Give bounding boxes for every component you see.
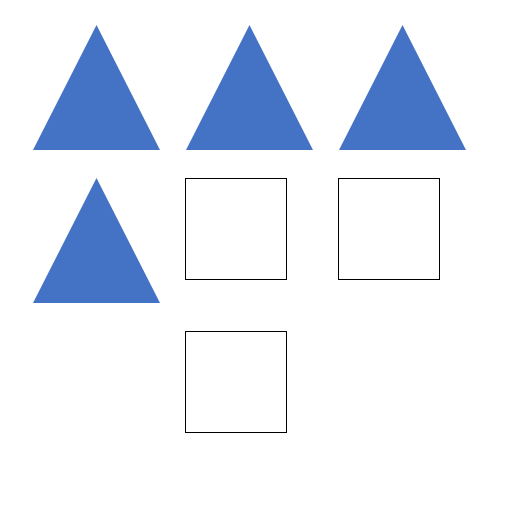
triangle-4-graphic [33,178,160,303]
square-3 [185,331,287,433]
triangle-3 [339,25,466,150]
triangle-1-graphic [33,25,160,150]
triangle-2-graphic [186,25,313,150]
triangle-2 [186,25,313,150]
square-2 [338,178,440,280]
triangle-4 [33,178,160,303]
square-1 [185,178,287,280]
triangle-1 [33,25,160,150]
triangle-3-graphic [339,25,466,150]
